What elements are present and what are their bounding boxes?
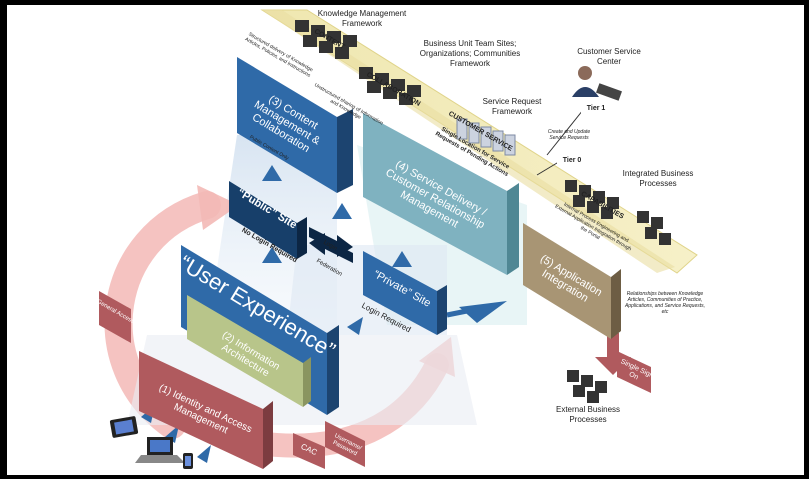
- service-block-side: [507, 183, 519, 275]
- public-block: [229, 181, 297, 259]
- relationship-note: Relationships between Knowledge Articles…: [624, 291, 706, 315]
- knowledge-framework-label: Knowledge Management Framework: [317, 9, 407, 28]
- customer-service-person-icon: [572, 66, 622, 101]
- ia-block-side: [303, 357, 311, 407]
- username-block: [325, 421, 365, 467]
- cycle-arrow-head: [197, 185, 239, 230]
- tier1-label: Tier 1: [581, 104, 611, 114]
- general-access-block: [99, 291, 131, 343]
- external-processes-label: External Business Processes: [555, 405, 621, 424]
- laptop-icon: [135, 437, 185, 463]
- app-block-side: [611, 269, 621, 339]
- cac-block: [293, 433, 325, 469]
- service-request-framework-label: Service Request Framework: [482, 97, 542, 116]
- integrated-processes-label: Integrated Business Processes: [622, 169, 694, 188]
- tablet-icon: [109, 416, 139, 438]
- ux-block-side: [327, 325, 339, 415]
- content-block-side: [337, 109, 353, 193]
- sso-block: [617, 351, 651, 393]
- server-cluster-external: [567, 370, 607, 403]
- app-block: [523, 223, 611, 339]
- diagram-graphics: [99, 9, 698, 469]
- server-cluster-integrated: [565, 180, 671, 245]
- service-request-stack: [456, 118, 516, 156]
- service-block: [363, 113, 507, 275]
- identity-block: [139, 351, 263, 469]
- tier-note: Create and Update Service Requests: [547, 129, 591, 141]
- tier1-arrow: [546, 104, 588, 156]
- server-cluster-knowledge: [295, 20, 357, 59]
- identity-block-side: [263, 401, 273, 469]
- federation-arrow-icon: [309, 233, 353, 263]
- public-block-side: [297, 217, 307, 259]
- tier0-label: Tier 0: [557, 156, 587, 166]
- content-block: [237, 57, 337, 193]
- customer-service-center-label: Customer Service Center: [577, 47, 641, 66]
- server-cluster-business-unit: [359, 67, 421, 105]
- ia-block: [187, 295, 303, 407]
- architecture-diagram: Knowledge Management Framework Business …: [7, 5, 804, 475]
- private-block-side: [437, 285, 447, 335]
- app-integration-arrow: [446, 302, 498, 318]
- phone-icon: [183, 453, 193, 469]
- business-unit-framework-label: Business Unit Team Sites; Organizations;…: [419, 39, 521, 68]
- private-block: [363, 251, 437, 335]
